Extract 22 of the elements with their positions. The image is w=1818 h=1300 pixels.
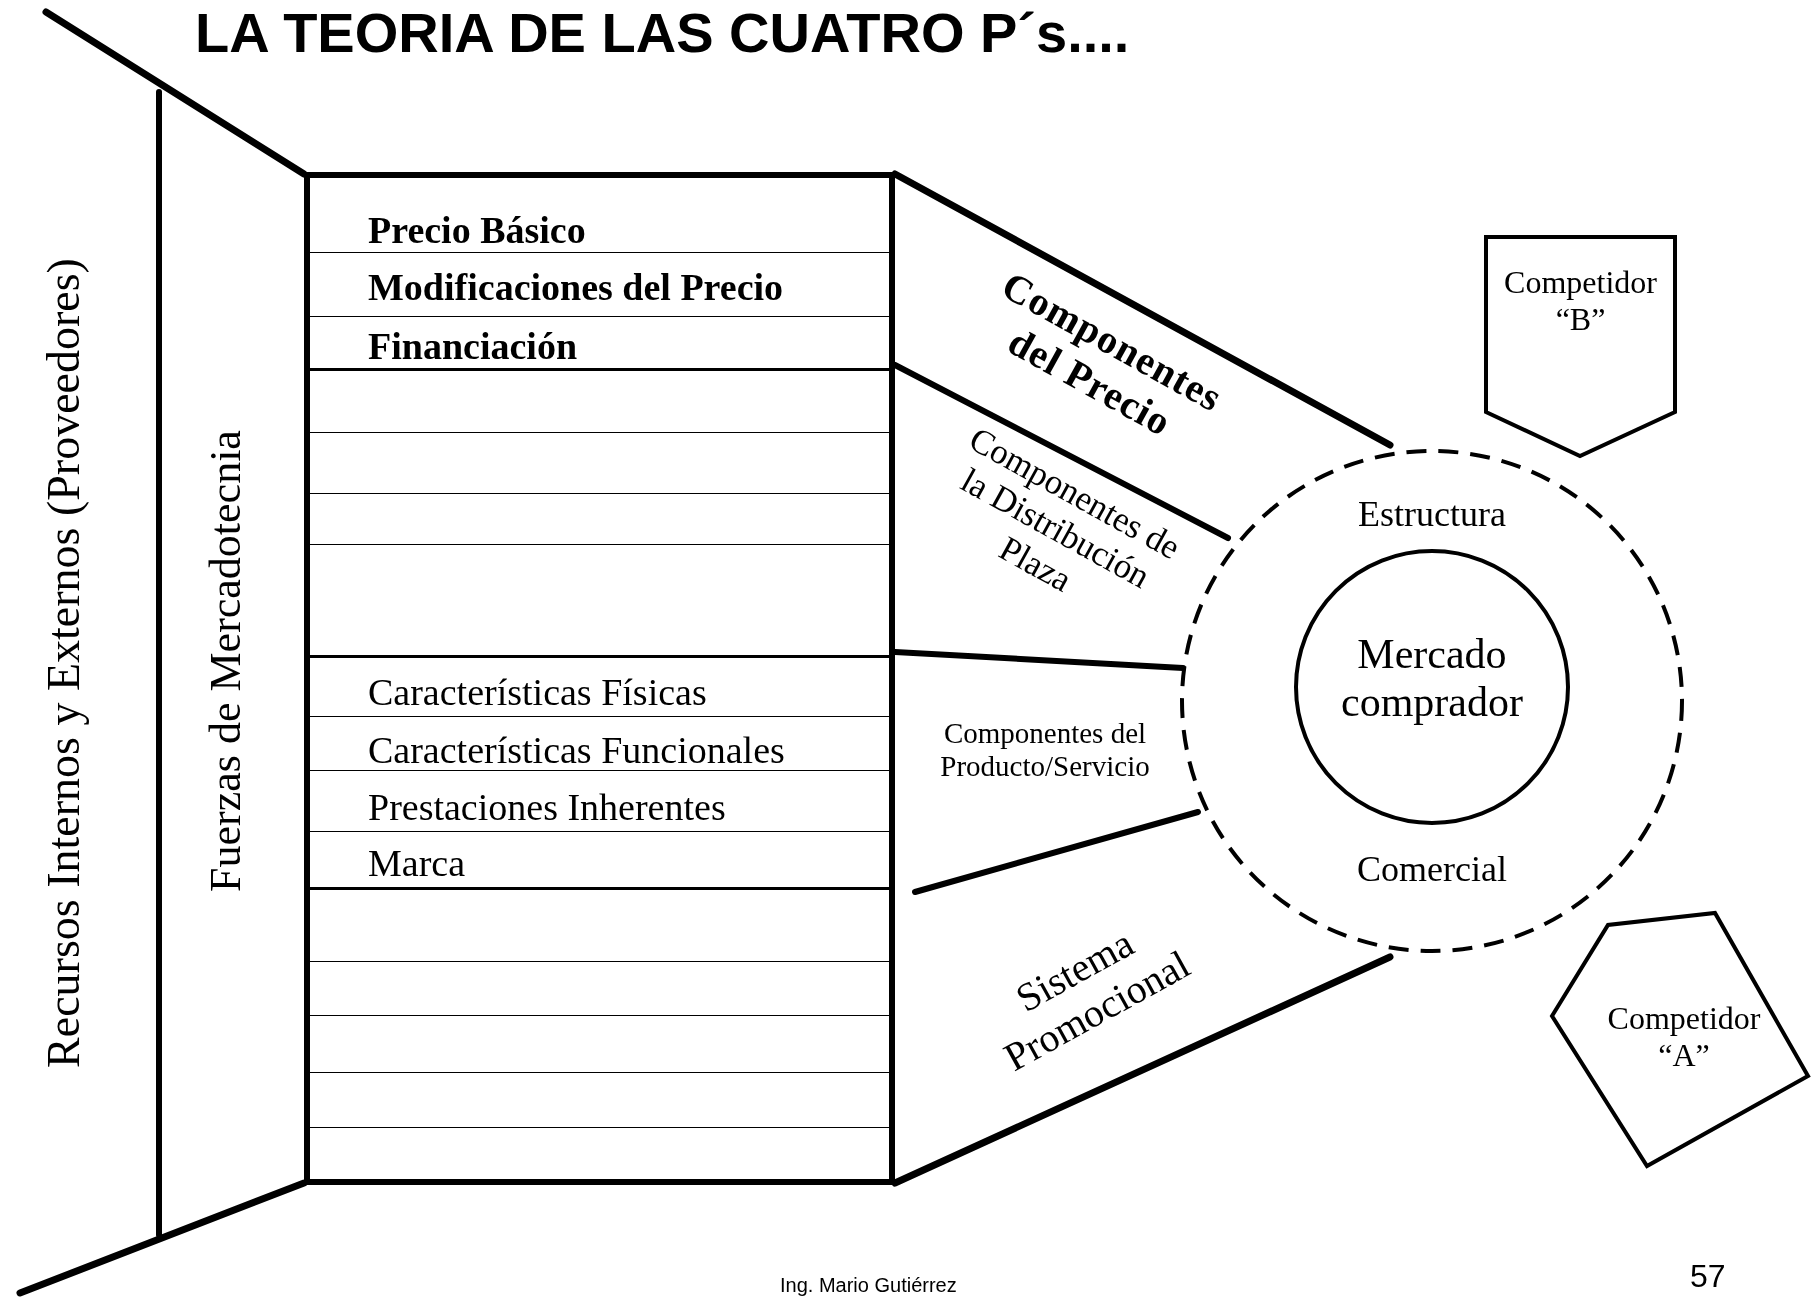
- page-number: 57: [1690, 1258, 1726, 1295]
- title: LA TEORIA DE LAS CUATRO P´s....: [195, 0, 1130, 65]
- side-label: Recursos Internos y Externos (Proveedores): [38, 258, 90, 1068]
- node-label: Mercado comprador: [1340, 630, 1524, 727]
- row-label: Características Físicas: [368, 670, 707, 715]
- row-label: Marca: [368, 841, 466, 886]
- row-heading: Financiación: [368, 324, 578, 369]
- pentagon-shape: [1483, 234, 1678, 459]
- node-label: Competidor “A”: [1606, 1000, 1762, 1074]
- table-box: [304, 172, 895, 1185]
- row-label: Prestaciones Inherentes: [368, 785, 726, 830]
- row-heading: Precio Básico: [368, 208, 586, 253]
- row-label: Características Funcionales: [368, 728, 785, 773]
- ring-label: Estructura: [1357, 493, 1507, 535]
- row-heading: Modificaciones del Precio: [368, 265, 784, 310]
- ring-label: Comercial: [1356, 848, 1508, 890]
- footer-text: Ing. Mario Gutiérrez: [780, 1274, 957, 1297]
- band-label: Fuerzas de Mercadotecnia: [201, 430, 251, 892]
- segment-label: Componentes del Producto/Servicio: [920, 716, 1170, 784]
- node-label: Competidor “B”: [1503, 264, 1658, 338]
- market-circle: [1293, 548, 1571, 826]
- pentagon-shape: [1549, 910, 1811, 1169]
